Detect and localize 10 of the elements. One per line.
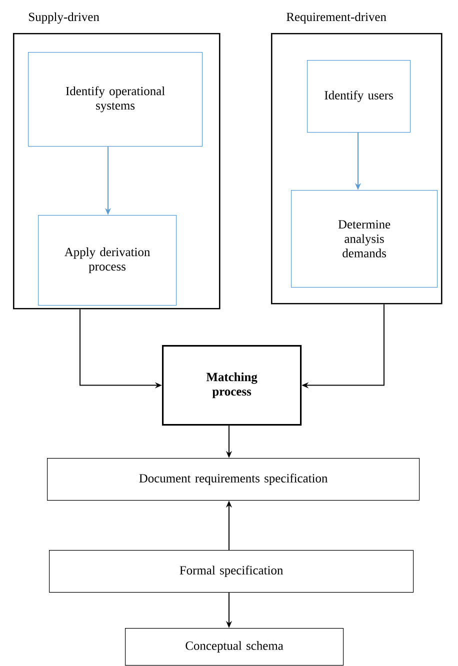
node-label: Supply-driven xyxy=(29,12,100,24)
process-box: Identify users xyxy=(307,60,411,133)
process-box: Apply derivation process xyxy=(38,215,177,306)
node-label: Requirement-driven xyxy=(286,12,386,24)
process-box: Matching process xyxy=(162,345,302,426)
process-box: Document requirements specification xyxy=(47,458,420,501)
process-box: Determine analysis demands xyxy=(291,190,438,288)
process-box: Identify operational systems xyxy=(28,52,203,147)
process-box: Conceptual schema xyxy=(125,628,344,666)
process-box: Formal specification xyxy=(49,550,414,593)
